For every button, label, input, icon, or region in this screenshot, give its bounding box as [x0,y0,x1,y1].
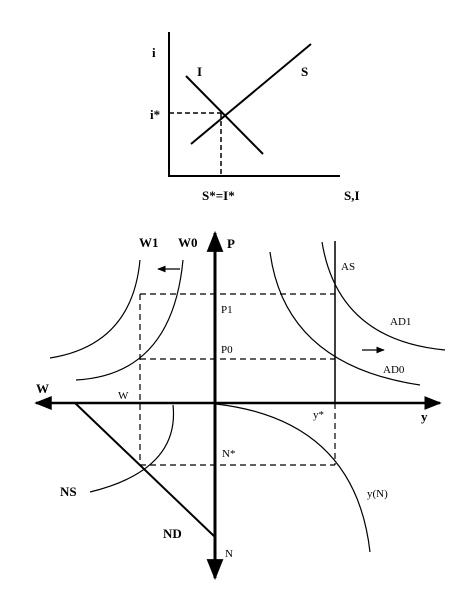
production-function-curve [215,403,371,553]
saving-curve [190,43,312,145]
ad0-label: AD0 [383,364,405,376]
w0-curve [75,259,184,381]
w0-label: W0 [178,235,198,250]
saving-curve-label: S [301,64,308,79]
w1-curve [49,259,141,359]
top-x-axis-label: S,I [344,188,360,203]
savings-investment-diagram: i i* I S S*=I* S,I [150,32,360,203]
y-star-label: y* [313,409,324,421]
w1-label: W1 [139,235,159,250]
ad1-label: AD1 [390,316,411,328]
labor-supply-curve [89,404,175,493]
p-axis-label: P [227,236,235,251]
ad1-curve [321,241,446,351]
p0-label: P0 [221,344,233,356]
four-quadrant-diagram: P AS AD1 AD0 P1 P0 W1 W0 W W y y* N* y(N… [34,230,446,581]
top-y-axis-label: i [152,45,156,60]
labor-supply-label: NS [60,484,77,499]
equilibrium-quantity-label: S*=I* [202,188,235,203]
n-star-label: N* [222,448,235,460]
aggregate-supply-label: AS [341,261,355,273]
equilibrium-rate-label: i* [150,107,160,122]
labor-demand-label: ND [163,526,182,541]
investment-curve-label: I [197,64,202,79]
w-value-label: W [118,390,129,402]
n-axis-label: N [225,548,233,560]
production-function-label: y(N) [367,488,388,500]
labor-demand-line [74,402,216,538]
ad0-curve [269,251,421,386]
w-axis-label: W [36,381,49,396]
y-axis-label: y [421,409,428,424]
p1-label: P1 [221,304,233,316]
